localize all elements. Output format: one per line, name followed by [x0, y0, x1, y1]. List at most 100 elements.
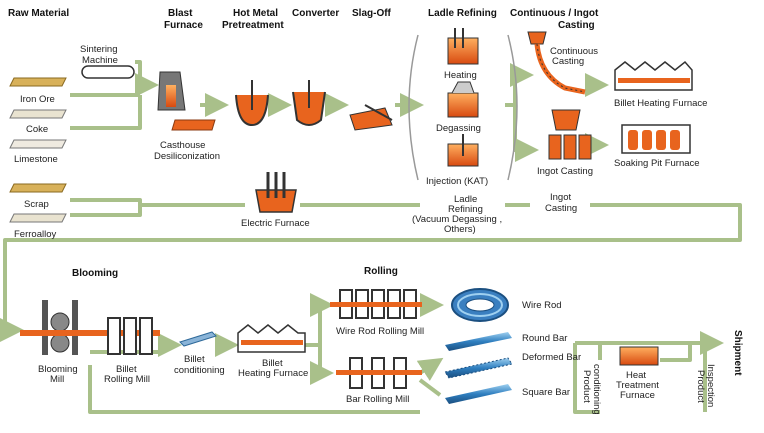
slag-off [349, 104, 393, 131]
ladle-refining-vac-3: (Vacuum Degassing , [412, 214, 502, 225]
product-conditioning-label-1: Product [581, 370, 592, 403]
ferroalloy-label: Ferroalloy [14, 229, 56, 240]
ladle-refining-vac-2: Refining [448, 204, 483, 215]
converter [292, 80, 326, 126]
bar-rolling-mill: Bar Rolling Mill [336, 357, 422, 405]
heat-treatment-furnace: Heat Treatment Furnace [616, 346, 659, 401]
billet-rolling-stand-2-icon [123, 317, 137, 355]
wire-rod-bar-icon [330, 302, 422, 307]
square-bar-label: Square Bar [522, 387, 570, 398]
ingot-casting-label: Ingot Casting [537, 166, 593, 177]
converter-icon [292, 91, 326, 126]
blooming-roll-top-icon [50, 312, 70, 332]
header-continuous-1: Continuous / Ingot [510, 8, 599, 19]
scrap-icon [9, 183, 67, 193]
billet-heating-furnace-bottom: Billet Heating Furnace [237, 324, 308, 379]
casthouse-label-2: Desiliconization [154, 151, 220, 162]
degassing-ladle-icon [447, 92, 479, 118]
ingot-ladle-icon [551, 109, 581, 131]
ferroalloy-icon [9, 213, 67, 223]
header-rolling: Rolling [364, 266, 398, 277]
iron-ore-icon [9, 77, 67, 87]
billet-heating-furnace-label: Billet Heating Furnace [614, 98, 707, 109]
ladle-refining-vacuum: Ladle Refining (Vacuum Degassing , Other… [412, 192, 577, 235]
blooming-mill: Blooming Mill [20, 300, 160, 385]
billet-rolling-stand-1-icon [107, 317, 121, 355]
degassing-label: Degassing [436, 123, 481, 134]
billet-conditioning-label-1: Billet [184, 354, 205, 365]
deformed-bar-label: Deformed Bar [522, 352, 581, 363]
product-inspection: Product Inspection [695, 364, 716, 407]
bar-rolling-mill-label: Bar Rolling Mill [346, 394, 409, 405]
continuous-casting: Continuous Casting [527, 31, 598, 95]
raw-materials: Iron Ore Coke Limestone Scrap Ferroalloy [9, 77, 67, 240]
header-blast-furnace-1: Blast [168, 8, 193, 19]
sintering-machine: Sintering Machine [80, 44, 135, 79]
billet-rolling-mill-label-2: Rolling Mill [104, 374, 150, 385]
heat-treatment-label-2: Treatment [616, 380, 659, 391]
blast-molten-icon [166, 85, 176, 107]
sintering-label-2: Machine [82, 55, 118, 66]
slag-off-ladle-icon [349, 107, 393, 131]
blooming-bar-icon [20, 330, 160, 336]
wire-rod-label: Wire Rod [522, 300, 562, 311]
slag-rake-icon [364, 104, 393, 121]
header-hot-metal-2: Pretreatment [222, 20, 284, 31]
sintering-label-1: Sintering [80, 44, 118, 55]
ingot-mold-2-icon [563, 134, 577, 160]
square-bar-icon [445, 384, 512, 404]
product-conditioning: Product conditioning [581, 364, 602, 415]
blooming-stand-left-icon [42, 300, 48, 355]
heating-label: Heating [444, 70, 477, 81]
ladle-refining-vac-4: Others) [444, 224, 476, 235]
limestone-label: Limestone [14, 154, 58, 165]
sintering-belt-icon [81, 65, 135, 79]
pretreatment-ladle [235, 80, 269, 127]
billet-heating-furnace2-label-2: Heating Furnace [238, 368, 308, 379]
blooming-roll-bottom-icon [50, 333, 70, 353]
wire-rod-rolling-mill-label: Wire Rod Rolling Mill [336, 326, 424, 337]
header-converter: Converter [292, 8, 339, 19]
wire-rod-rolling-mill: Wire Rod Rolling Mill [330, 289, 424, 337]
electric-furnace-label: Electric Furnace [241, 218, 310, 229]
tundish-icon [527, 31, 547, 45]
casthouse-runner-icon [171, 119, 216, 131]
product-conditioning-label-2: conditioning [591, 364, 602, 415]
iron-ore-label: Iron Ore [20, 94, 55, 105]
header-ladle-refining: Ladle Refining [428, 8, 497, 19]
billet-conditioning-icon [179, 331, 217, 347]
round-bar-label: Round Bar [522, 333, 567, 344]
blast-furnace: Casthouse Desiliconization [154, 71, 220, 162]
wire-rod-coil-icon [451, 288, 509, 322]
ingot-casting: Ingot Casting [537, 109, 593, 177]
products: Wire Rod Round Bar Deformed Bar Square B… [444, 288, 581, 404]
ladle-refining: Heating Degassing Injection (KAT) [408, 28, 518, 187]
heat-treatment-icon [619, 346, 659, 366]
billet-heating-furnace-top: Billet Heating Furnace [614, 60, 707, 109]
ladle-refining-vac-1: Ladle [454, 194, 477, 205]
billet-rolling-mill: Billet Rolling Mill [104, 317, 153, 385]
billet-heating-furnace2-icon [237, 324, 306, 353]
round-bar-icon [445, 332, 512, 351]
blooming-mill-label-1: Blooming [38, 364, 78, 375]
limestone-icon [9, 139, 67, 149]
billet-heating-furnace2-label-1: Billet [262, 358, 283, 369]
coke-label: Coke [26, 124, 48, 135]
blooming-stand-right-icon [72, 300, 78, 355]
billet-conditioning-label-2: conditioning [174, 365, 225, 376]
heat-treatment-label-3: Furnace [620, 390, 655, 401]
ingot-mold-3-icon [578, 134, 592, 160]
header-blast-furnace-2: Furnace [164, 20, 203, 31]
casthouse-label-1: Casthouse [160, 140, 205, 151]
header-slag-off: Slag-Off [352, 8, 392, 19]
header-continuous-2: Casting [558, 20, 595, 31]
injection-label: Injection (KAT) [426, 176, 488, 187]
deformed-bar-icon [444, 357, 513, 379]
soaking-pit-label: Soaking Pit Furnace [614, 158, 700, 169]
product-inspection-label-1: Product [695, 370, 706, 403]
billet-heating-furnace-icon [614, 60, 693, 91]
heat-treatment-label-1: Heat [626, 370, 646, 381]
billet-rolling-mill-label-1: Billet [116, 364, 137, 375]
bar-rolling-bar-icon [336, 370, 422, 375]
